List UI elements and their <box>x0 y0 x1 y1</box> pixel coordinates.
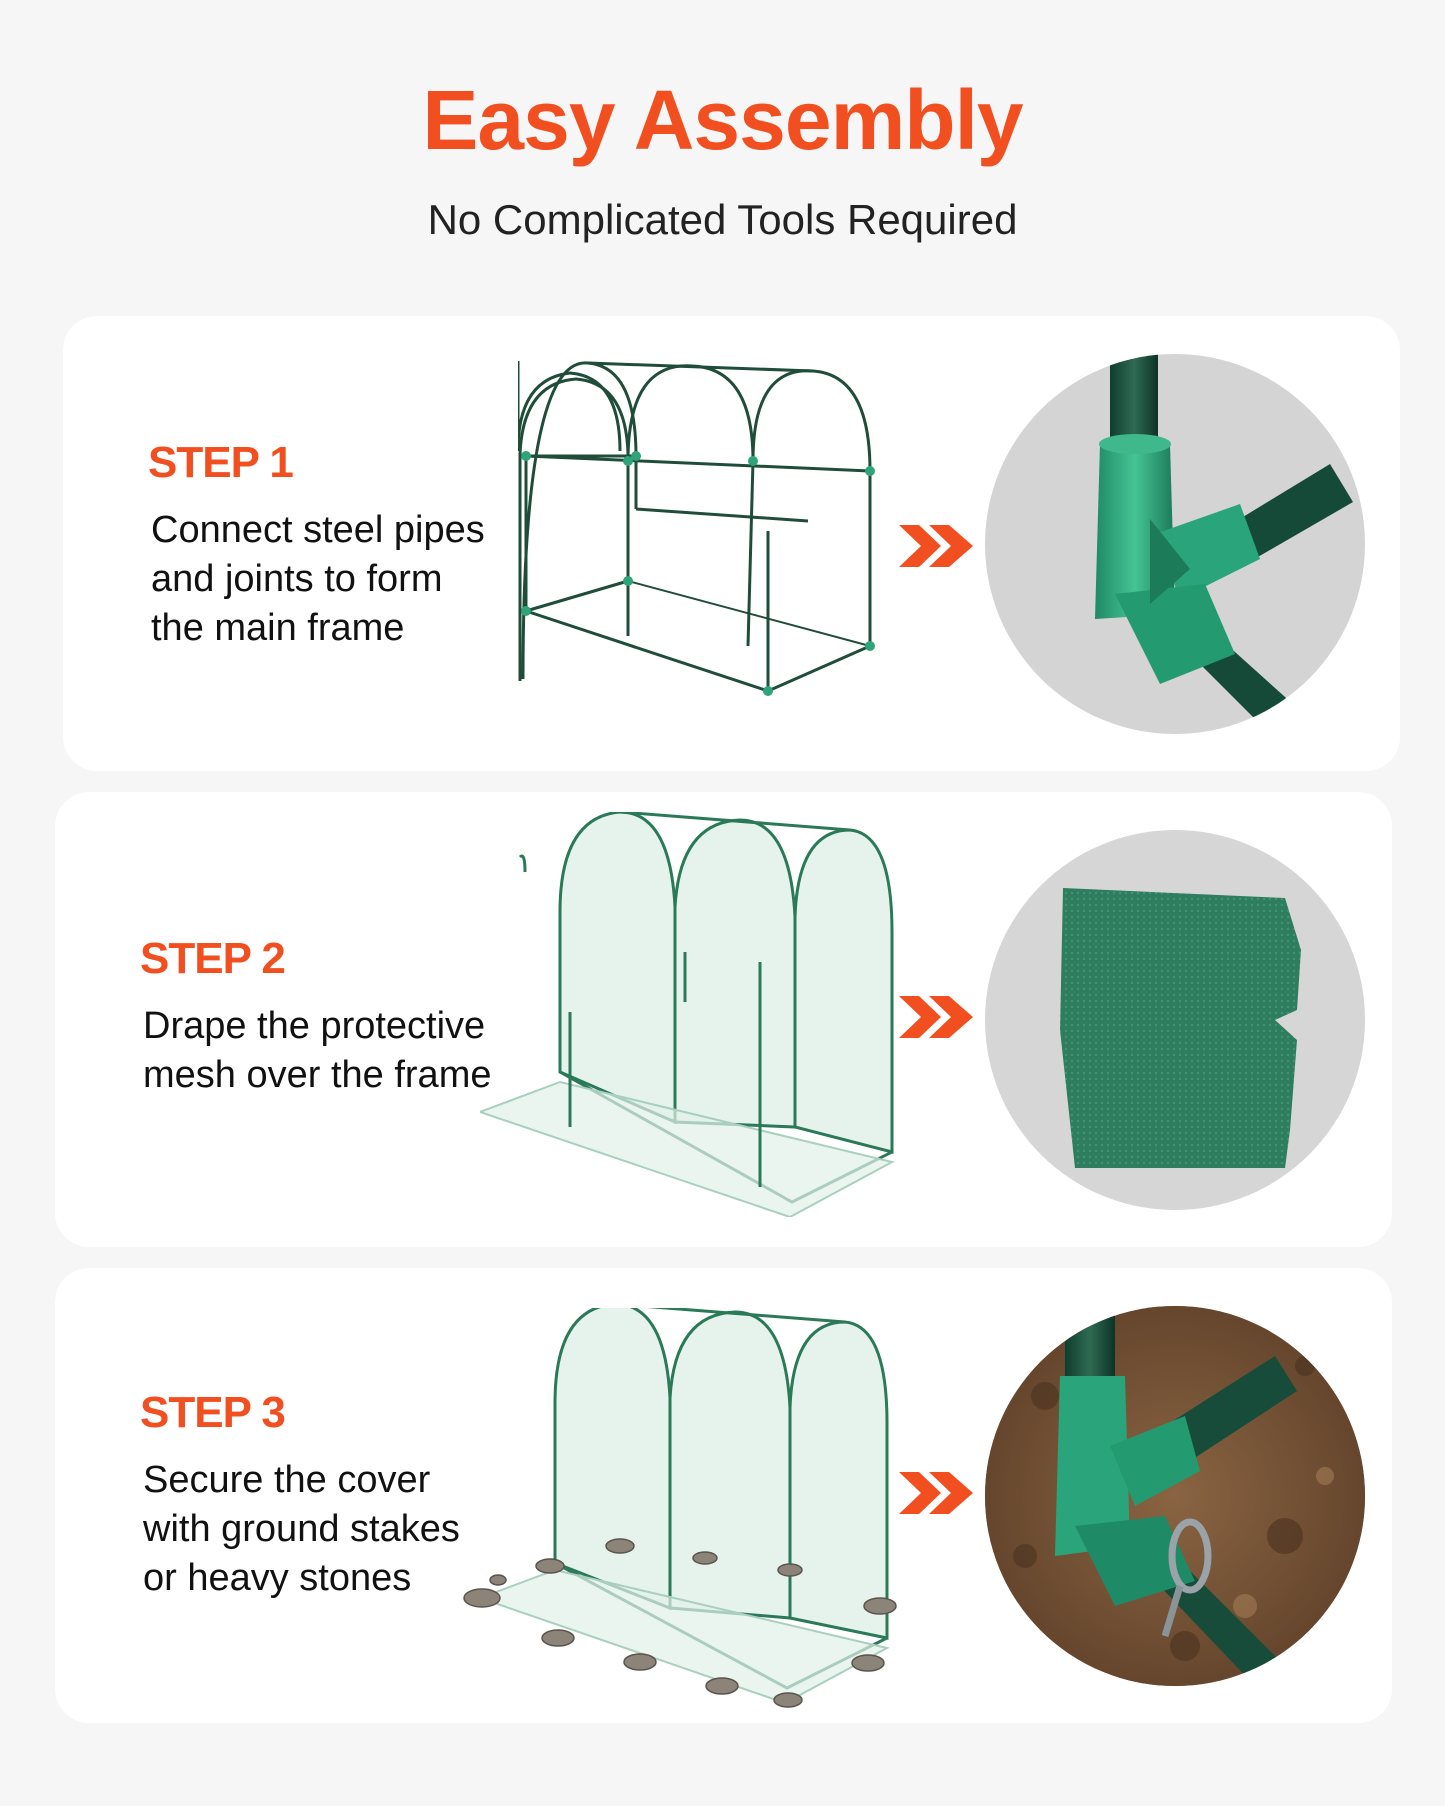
double-chevron-right-icon <box>899 1472 973 1514</box>
step-description-line: with ground stakes <box>143 1508 460 1550</box>
step-description: Secure the cover with ground stakes or h… <box>143 1456 543 1603</box>
step-label: STEP 3 <box>140 1388 286 1437</box>
double-chevron-right-icon <box>899 996 973 1038</box>
step-description-line: Drape the protective <box>143 1005 486 1047</box>
greenhouse-stones-icon <box>463 1308 897 1708</box>
ground-stake-icon <box>985 1306 1365 1686</box>
step-description-line: mesh over the frame <box>143 1054 492 1096</box>
step-description: Drape the protective mesh over the frame <box>143 1002 543 1100</box>
greenhouse-mesh-icon <box>480 812 895 1217</box>
page-subtitle: No Complicated Tools Required <box>427 196 1018 243</box>
step-card-3: STEP 3 Secure the cover with ground stak… <box>55 1268 1392 1723</box>
greenhouse-frame-icon <box>518 361 875 696</box>
step-label: STEP 1 <box>148 438 294 487</box>
mesh-cover-icon <box>985 830 1365 1210</box>
step-card-2: STEP 2 Drape the protective mesh over th… <box>55 792 1392 1247</box>
pipe-joint-icon <box>985 354 1365 734</box>
step-description-line: Secure the cover <box>143 1459 431 1501</box>
double-chevron-right-icon <box>899 525 973 567</box>
step-description-line: and joints to form <box>151 558 443 600</box>
page-title: Easy Assembly <box>422 73 1023 167</box>
step-label: STEP 2 <box>140 934 286 983</box>
step-description: Connect steel pipes and joints to form t… <box>151 506 551 653</box>
step-description-line: the main frame <box>151 607 405 649</box>
step-description-line: Connect steel pipes <box>151 509 485 551</box>
step-card-1: STEP 1 Connect steel pipes and joints to… <box>63 316 1400 771</box>
step-description-line: or heavy stones <box>143 1557 412 1599</box>
